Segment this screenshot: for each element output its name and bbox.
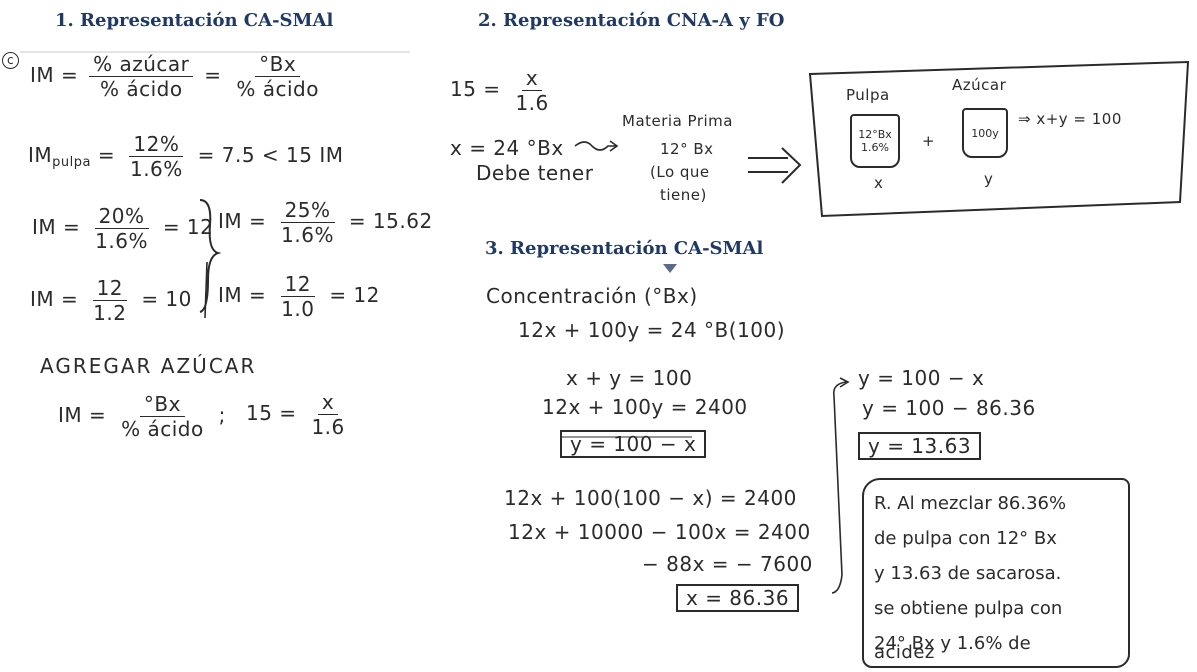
materia-prima-bx: 12° Bx: [660, 140, 714, 158]
im-case-c: IM = 12 1.2 = 10: [30, 276, 192, 325]
var-x-label: x: [874, 174, 884, 192]
squiggle-arrow-icon: [574, 141, 616, 151]
equation-7: − 88x = − 7600: [642, 552, 813, 576]
concentracion-label: Concentración (°Bx): [486, 284, 698, 308]
y-equation-1: y = 100 − x: [858, 366, 985, 390]
section-2-heading: 2. Representación CNA-A y FO: [478, 10, 785, 31]
plus-sign: +: [922, 132, 936, 150]
im-case-a: IM = 20% 1.6% = 12: [32, 204, 214, 253]
y-result-boxed: y = 13.63: [858, 432, 982, 460]
pulpa-label: Pulpa: [846, 86, 890, 104]
answer-box: R. Al mezclar 86.36% de pulpa con 12° Bx…: [862, 478, 1130, 668]
x-value: x = 24 °Bx: [450, 136, 564, 160]
answer-line: R. Al mezclar 86.36%: [874, 493, 1067, 514]
double-arrow-icon: [748, 147, 802, 184]
equation-2: x + y = 100: [566, 366, 693, 390]
azucar-label: Azúcar: [952, 76, 1007, 94]
im-pulpa-equation: IMpulpa = 12% 1.6% = 7.5 < 15 IM: [28, 132, 344, 181]
y-equation-2: y = 100 − 86.36: [862, 396, 1036, 420]
im-definition: IM = % azúcar % ácido = °Bx % ácido: [30, 52, 319, 101]
section-1-heading: 1. Representación CA-SMAl: [55, 10, 334, 31]
equation-4-boxed: y = 100 − x: [560, 430, 707, 458]
section2-equation: 15 = x 1.6: [450, 66, 549, 115]
answer-line: de pulpa con 12° Bx: [874, 528, 1057, 549]
answer-line: se obtiene pulpa con: [874, 598, 1063, 619]
equation-1: 12x + 100y = 24 °B(100): [518, 318, 786, 342]
connector-arrow-icon: [831, 381, 847, 594]
var-y-label: y: [984, 170, 994, 188]
sum-equation: ⇒ x+y = 100: [1018, 110, 1122, 128]
section-3-heading: 3. Representación CA-SMAl: [485, 238, 764, 259]
tiene-label: tiene): [660, 186, 707, 204]
debe-tener-label: Debe tener: [476, 161, 594, 185]
circled-marker: c: [2, 52, 19, 69]
equation-5: 12x + 100(100 − x) = 2400: [504, 486, 797, 510]
x-result-boxed: x = 86.36: [676, 584, 800, 612]
im-case-b: IM = 25% 1.6% = 15.62: [218, 198, 433, 247]
equation-3: 12x + 100y = 2400: [542, 395, 748, 419]
agregar-azucar-label: AGREGAR AZÚCAR: [40, 354, 257, 378]
azucar-cup-icon: 100y: [962, 108, 1008, 158]
fifteen-equation: 15 = x 1.6: [246, 390, 345, 439]
im-case-d: IM = 12 1.0 = 12: [218, 272, 380, 321]
pulpa-cup-icon: 12°Bx 1.6%: [850, 114, 900, 168]
answer-line-last: acidez: [874, 642, 935, 663]
lo-que-label: (Lo que: [650, 163, 710, 181]
answer-line: y 13.63 de sacarosa.: [874, 563, 1062, 584]
equation-6: 12x + 10000 − 100x = 2400: [508, 520, 811, 544]
materia-prima-label: Materia Prima: [622, 112, 733, 130]
pointer-triangle-icon: [663, 264, 677, 273]
im-bx-equation: IM = °Bx % ácido ;: [58, 392, 226, 441]
answer-line: 24° Bx y 1.6% de: [874, 633, 1031, 654]
